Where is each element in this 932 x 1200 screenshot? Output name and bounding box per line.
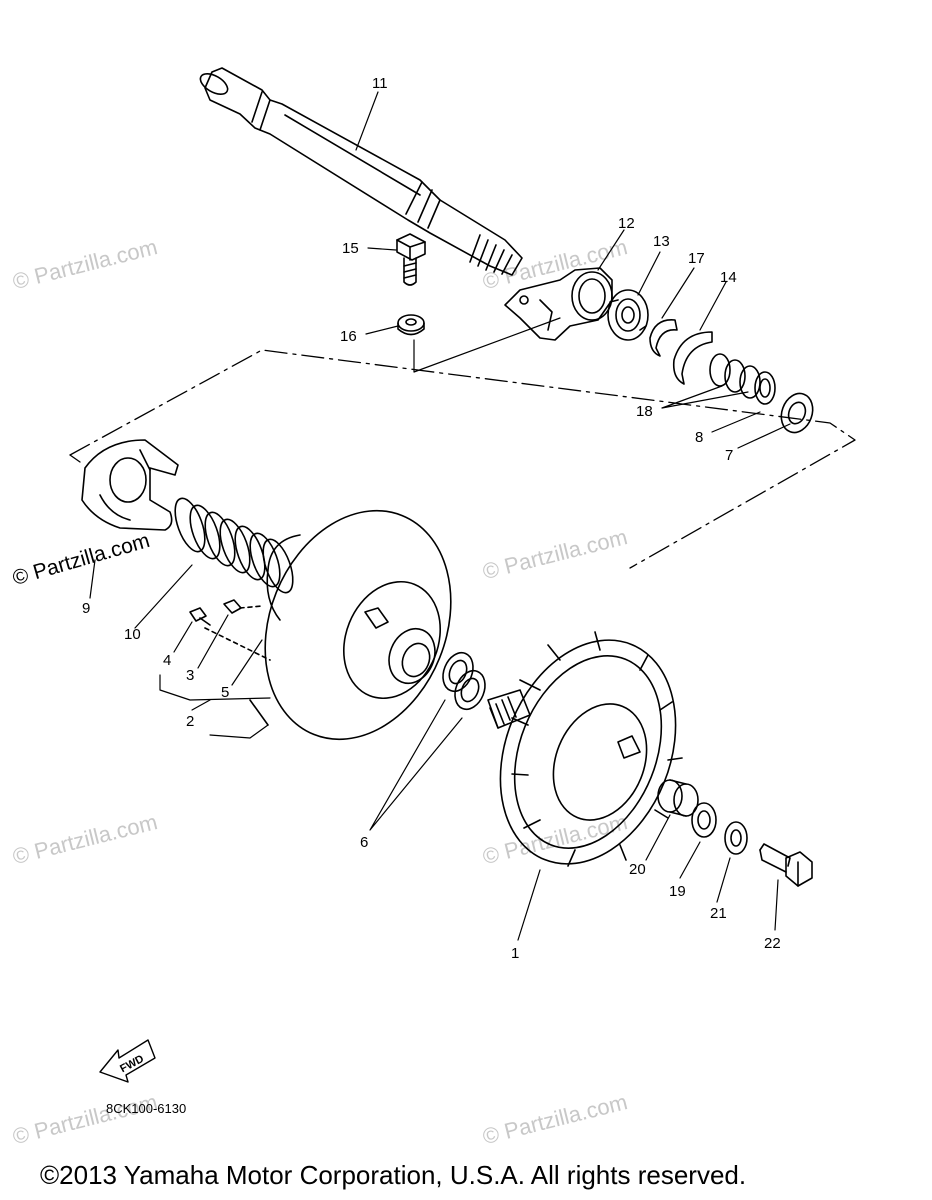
part-9-cam: [81, 439, 179, 531]
callout-17: 17: [688, 250, 705, 267]
callout-4: 4: [163, 652, 171, 669]
assembly-frame: [69, 349, 856, 569]
part-21-washer: [724, 821, 748, 855]
leader-lines: [89, 91, 791, 941]
part-14-clip-ring: [672, 331, 713, 385]
part-13-bearing: [607, 289, 649, 341]
callout-labels: 11 15 16 12 13 17 14 18 8 7 9 10 4 3 5 2…: [82, 75, 781, 962]
part-18-shims: [709, 353, 776, 405]
callout-15: 15: [342, 240, 359, 257]
part-4-screw: [189, 607, 211, 626]
callout-3: 3: [186, 667, 194, 684]
callout-9: 9: [82, 600, 90, 617]
part-15-bolt: [396, 233, 426, 286]
part-10-spring: [174, 497, 294, 594]
callout-18: 18: [636, 403, 653, 420]
part-2-movable-sheave: [249, 509, 452, 741]
callout-2: 2: [186, 713, 194, 730]
part-7-washer: [780, 392, 814, 434]
callout-16: 16: [340, 328, 357, 345]
callout-1: 1: [511, 945, 519, 962]
callout-14: 14: [720, 269, 737, 286]
leader-dashed: [204, 627, 271, 661]
callout-13: 13: [653, 233, 670, 250]
callout-11: 11: [372, 75, 388, 92]
callout-10: 10: [124, 626, 141, 643]
callout-22: 22: [764, 935, 781, 952]
callout-5: 5: [221, 684, 229, 701]
callout-7: 7: [725, 447, 733, 464]
diagram-code: 8CK100-6130: [106, 1101, 187, 1116]
part-12-bearing-housing: [504, 267, 613, 341]
leader-dashed: [239, 605, 263, 609]
callout-12: 12: [618, 215, 635, 232]
part-19-washer: [691, 802, 717, 838]
part-1-fixed-sheave: [487, 631, 683, 867]
part-11-shaft: [199, 67, 523, 276]
fwd-arrow-icon: FWD: [99, 1039, 156, 1083]
callout-21: 21: [710, 905, 727, 922]
callout-6: 6: [360, 834, 368, 851]
part-20-collar: [657, 779, 699, 817]
part-17-snap-ring: [649, 319, 678, 357]
part-6-bushings: [442, 651, 486, 711]
copyright-notice: ©2013 Yamaha Motor Corporation, U.S.A. A…: [40, 1160, 747, 1190]
part-16-washer: [397, 314, 425, 336]
callout-19: 19: [669, 883, 686, 900]
callout-8: 8: [695, 429, 703, 446]
part-22-bolt: [759, 843, 813, 887]
callout-20: 20: [629, 861, 646, 878]
part-3-slider: [223, 599, 242, 614]
